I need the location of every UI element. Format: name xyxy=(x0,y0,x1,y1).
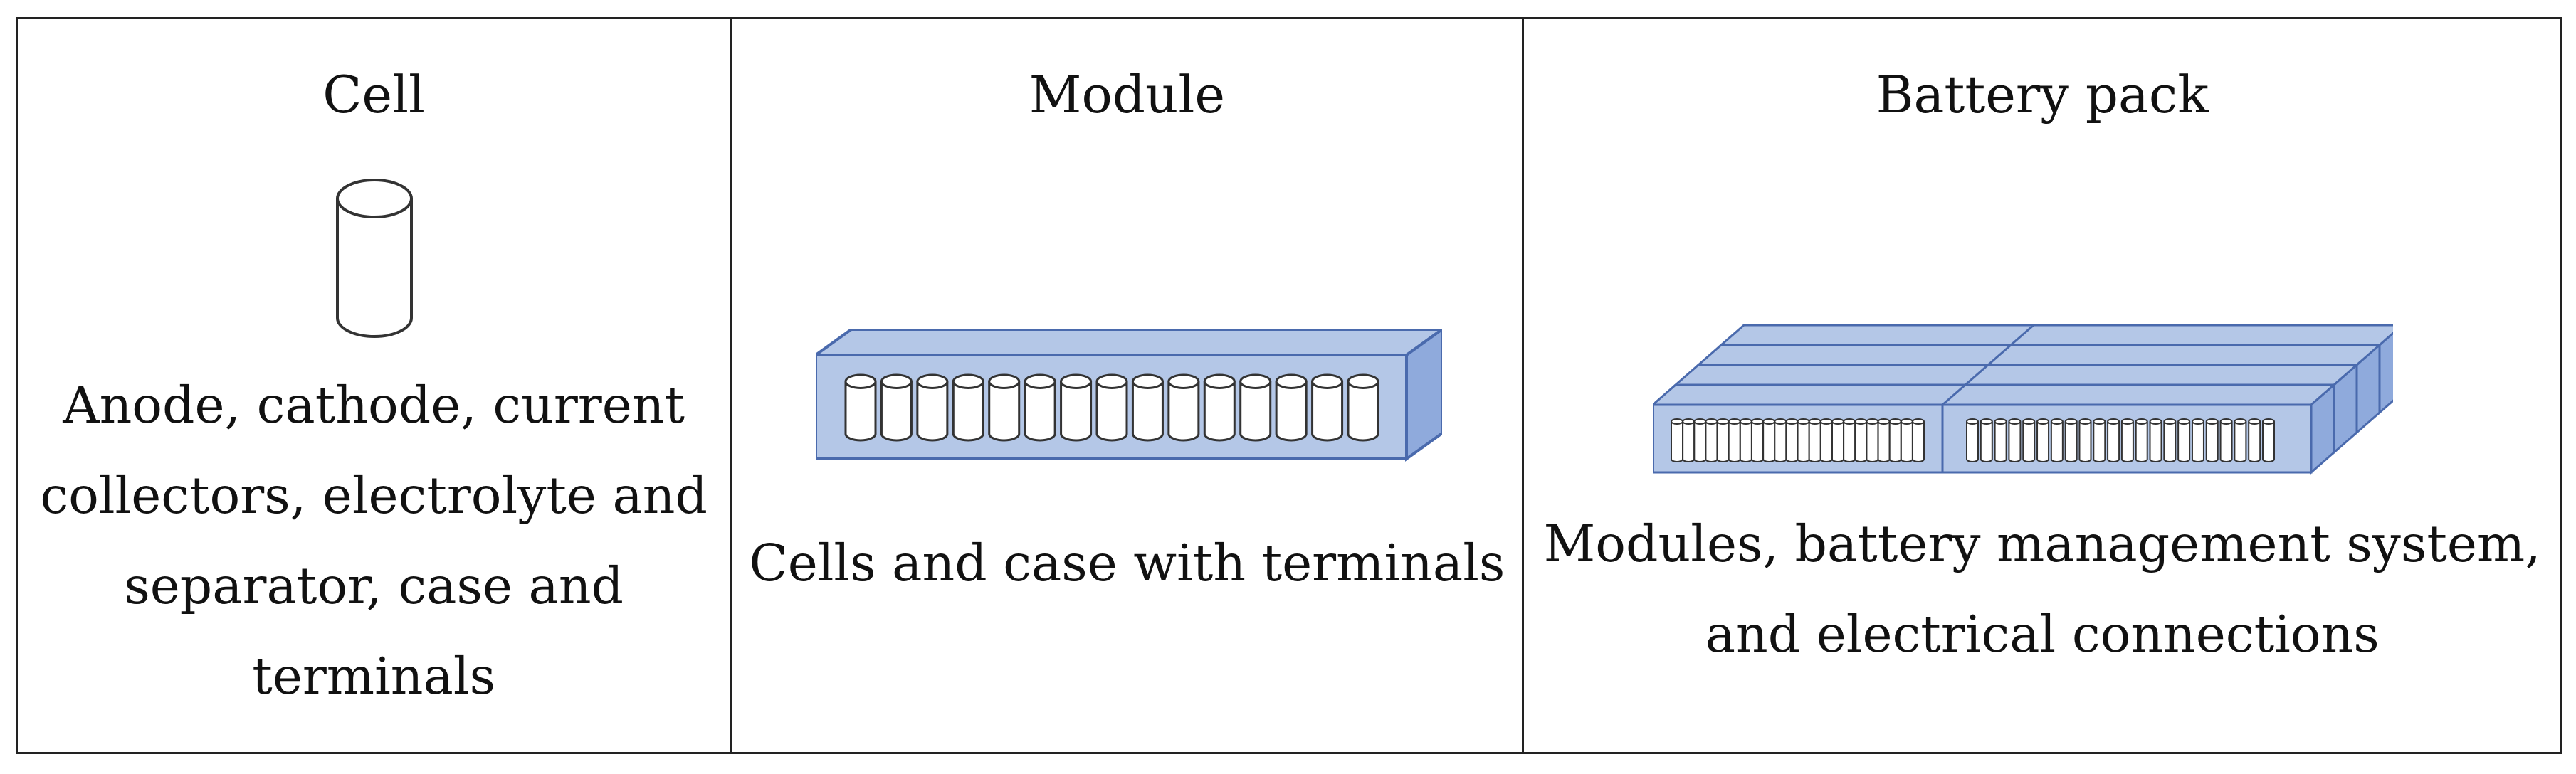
cell-cylinder-icon xyxy=(1889,418,1903,462)
cell-cylinder-icon xyxy=(2262,418,2276,462)
cell-cylinder-icon xyxy=(2078,418,2092,462)
cell-cylinder-icon xyxy=(2206,418,2219,462)
cell-description-line: Anode, cathode, current xyxy=(63,376,685,435)
cell-cylinder-icon xyxy=(1024,373,1056,442)
cell-cylinder-icon xyxy=(1717,418,1730,462)
cell-cylinder-icon xyxy=(1275,373,1308,442)
cell-cylinder-icon xyxy=(880,373,913,442)
battery-pack-description: Modules, battery management system, and … xyxy=(1524,499,2560,679)
cell-cylinder-icon xyxy=(1347,373,1379,442)
battery-pack-description-line: and electrical connections xyxy=(1705,605,2380,664)
pack-layer-top xyxy=(1718,324,2394,346)
cell-cylinder-icon xyxy=(1966,418,1980,462)
cell-cylinder-icon xyxy=(1912,418,1925,462)
cell-cylinder-icon xyxy=(1866,418,1879,462)
cell-cylinder-icon xyxy=(1774,418,1787,462)
battery-pack-icon xyxy=(1653,324,2394,475)
cell-cylinder-icon xyxy=(2135,418,2149,462)
module-description: Cells and case with terminals xyxy=(732,518,1522,608)
module-column: Module Cells and case with terminals xyxy=(730,19,1522,752)
pack-layer-top xyxy=(1696,344,2383,366)
cell-cylinder-icon xyxy=(1820,418,1834,462)
cell-cylinder-icon xyxy=(1682,418,1696,462)
cell-cylinder-icon xyxy=(1854,418,1868,462)
cell-heading: Cell xyxy=(322,65,426,124)
module-description-line: Cells and case with terminals xyxy=(749,534,1505,593)
pack-layer-top xyxy=(1673,364,2360,386)
cell-cylinder-icon xyxy=(1797,418,1811,462)
cell-cylinder-icon xyxy=(2163,418,2177,462)
cell-cylinder-icon xyxy=(2192,418,2205,462)
cell-cylinder-icon xyxy=(1693,418,1707,462)
cylindrical-cell-icon xyxy=(336,179,413,338)
pack-module-divider xyxy=(1965,364,1989,386)
cell-cylinder-icon xyxy=(1901,418,1914,462)
cell-cylinder-icon xyxy=(1980,418,1994,462)
cell-cylinder-icon xyxy=(844,373,877,442)
cell-cylinder-icon xyxy=(2065,418,2078,462)
module-top-face xyxy=(816,329,1443,356)
comparison-table: Cell Anode, cathode, current collectors,… xyxy=(16,17,2562,754)
cell-cylinder-icon xyxy=(2022,418,2036,462)
cell-cylinder-icon xyxy=(988,373,1021,442)
cell-cylinder-icon xyxy=(2051,418,2064,462)
cell-cylinder-icon xyxy=(1751,418,1765,462)
cell-cylinder-icon xyxy=(1705,418,1718,462)
cell-cylinder-icon xyxy=(1204,373,1236,442)
cell-cylinder-icon xyxy=(2177,418,2191,462)
cell-cylinder-icon xyxy=(1740,418,1753,462)
cell-cylinder-icon xyxy=(1994,418,2008,462)
cell-cylinder-icon xyxy=(1762,418,1776,462)
cell-cylinder-icon xyxy=(1831,418,1845,462)
cell-cylinder-icon xyxy=(1878,418,1891,462)
cell-cylinder-icon xyxy=(2149,418,2162,462)
cell-cylinder-icon xyxy=(1728,418,1742,462)
pack-layer-top xyxy=(1653,383,2338,406)
cell-cylinder-icon xyxy=(1167,373,1200,442)
battery-module-icon xyxy=(816,329,1443,462)
cell-cylinder-icon xyxy=(916,373,949,442)
cell-cylinder-icon xyxy=(952,373,985,442)
battery-pack-column: Battery pack Modules, battery management… xyxy=(1522,19,2560,752)
cell-description-line: terminals xyxy=(252,647,496,706)
cell-column: Cell Anode, cathode, current collectors,… xyxy=(18,19,730,752)
battery-pack-heading: Battery pack xyxy=(1876,65,2209,124)
cell-cylinder-icon xyxy=(2220,418,2234,462)
cell-cylinder-icon xyxy=(1132,373,1165,442)
pack-module-divider xyxy=(1942,383,1967,406)
cell-cylinder-icon xyxy=(2234,418,2247,462)
cell-cylinder-icon xyxy=(2248,418,2261,462)
cell-cylinder-icon xyxy=(1060,373,1093,442)
cell-cylinder-icon xyxy=(1311,373,1344,442)
module-heading: Module xyxy=(1029,65,1225,124)
pack-cells xyxy=(1671,418,2276,462)
cell-cylinder-icon xyxy=(1843,418,1856,462)
pack-module-divider xyxy=(1987,344,2012,366)
battery-pack-description-line: Modules, battery management system, xyxy=(1543,514,2541,573)
cell-cylinder-icon xyxy=(1671,418,1684,462)
cell-cylinder-icon xyxy=(1785,418,1799,462)
cell-cylinder-icon xyxy=(2036,418,2050,462)
cell-description-line: collectors, electrolyte and xyxy=(40,466,708,525)
module-cells xyxy=(844,373,1379,442)
cell-description: Anode, cathode, current collectors, elec… xyxy=(18,360,730,721)
cell-cylinder-icon xyxy=(1809,418,1822,462)
pack-module-divider xyxy=(2010,324,2035,346)
cell-description-line: separator, case and xyxy=(124,556,624,615)
cell-cylinder-icon xyxy=(2121,418,2135,462)
cell-cylinder-icon xyxy=(2093,418,2106,462)
cell-cylinder-icon xyxy=(1095,373,1128,442)
cell-cylinder-icon xyxy=(1239,373,1272,442)
cell-cylinder-icon xyxy=(2107,418,2120,462)
cell-cylinder-icon xyxy=(2008,418,2022,462)
